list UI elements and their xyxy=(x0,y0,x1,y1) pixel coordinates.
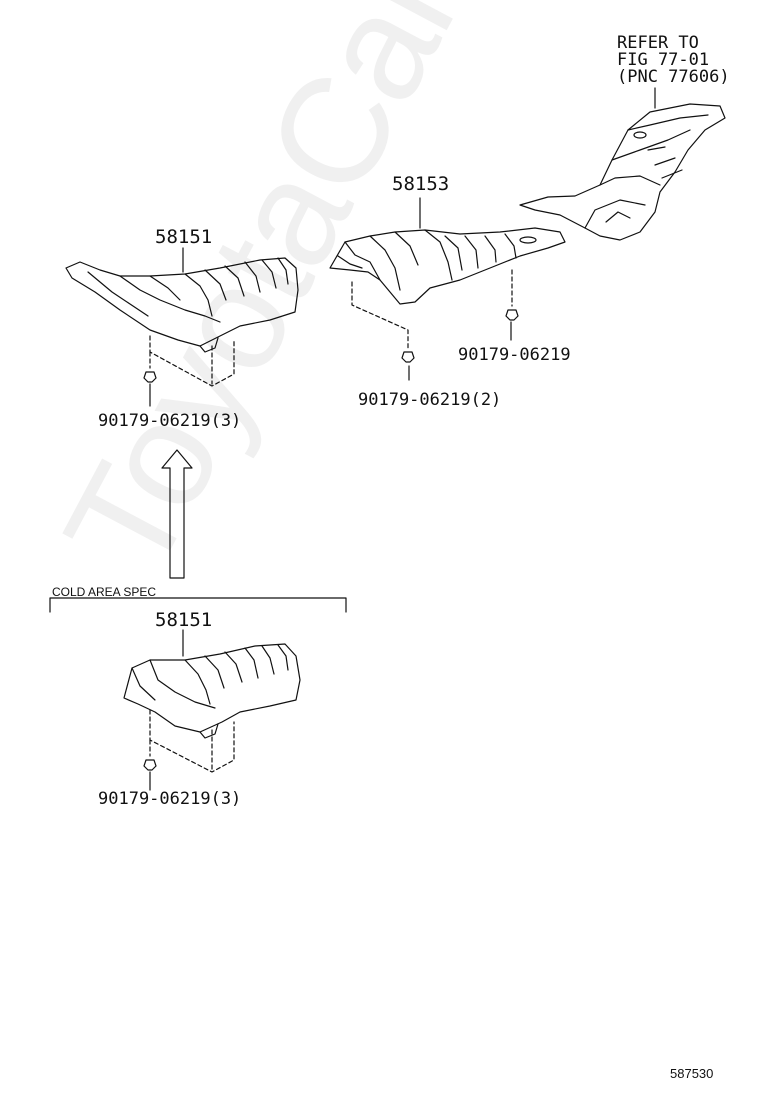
part-number-58153[interactable]: 58153 xyxy=(392,173,450,195)
fastener-label-bottom-left[interactable]: 90179-06219(3) xyxy=(98,789,242,809)
fastener-label-right[interactable]: 90179-06219 xyxy=(458,345,571,365)
part-58151-bottom-illustration xyxy=(123,629,301,791)
refer-line-3: (PNC 77606) xyxy=(617,67,730,87)
part-58151-top-illustration xyxy=(65,247,299,407)
cold-area-bracket xyxy=(49,597,347,613)
refer-line-2: FIG 77-01 xyxy=(617,50,710,70)
part-number-58151-top[interactable]: 58151 xyxy=(155,226,213,248)
fastener-label-top-left[interactable]: 90179-06219(3) xyxy=(98,411,242,431)
upward-arrow xyxy=(161,449,193,579)
part-58153-illustration xyxy=(329,197,566,381)
fastener-label-middle[interactable]: 90179-06219(2) xyxy=(358,390,502,410)
fuel-tank-protector-illustration xyxy=(519,87,726,241)
refer-line-1: REFER TO xyxy=(617,33,699,53)
diagram-id: 587530 xyxy=(670,1066,714,1081)
part-number-58151-bottom[interactable]: 58151 xyxy=(155,609,213,631)
cold-area-spec-label: COLD AREA SPEC xyxy=(52,585,157,599)
